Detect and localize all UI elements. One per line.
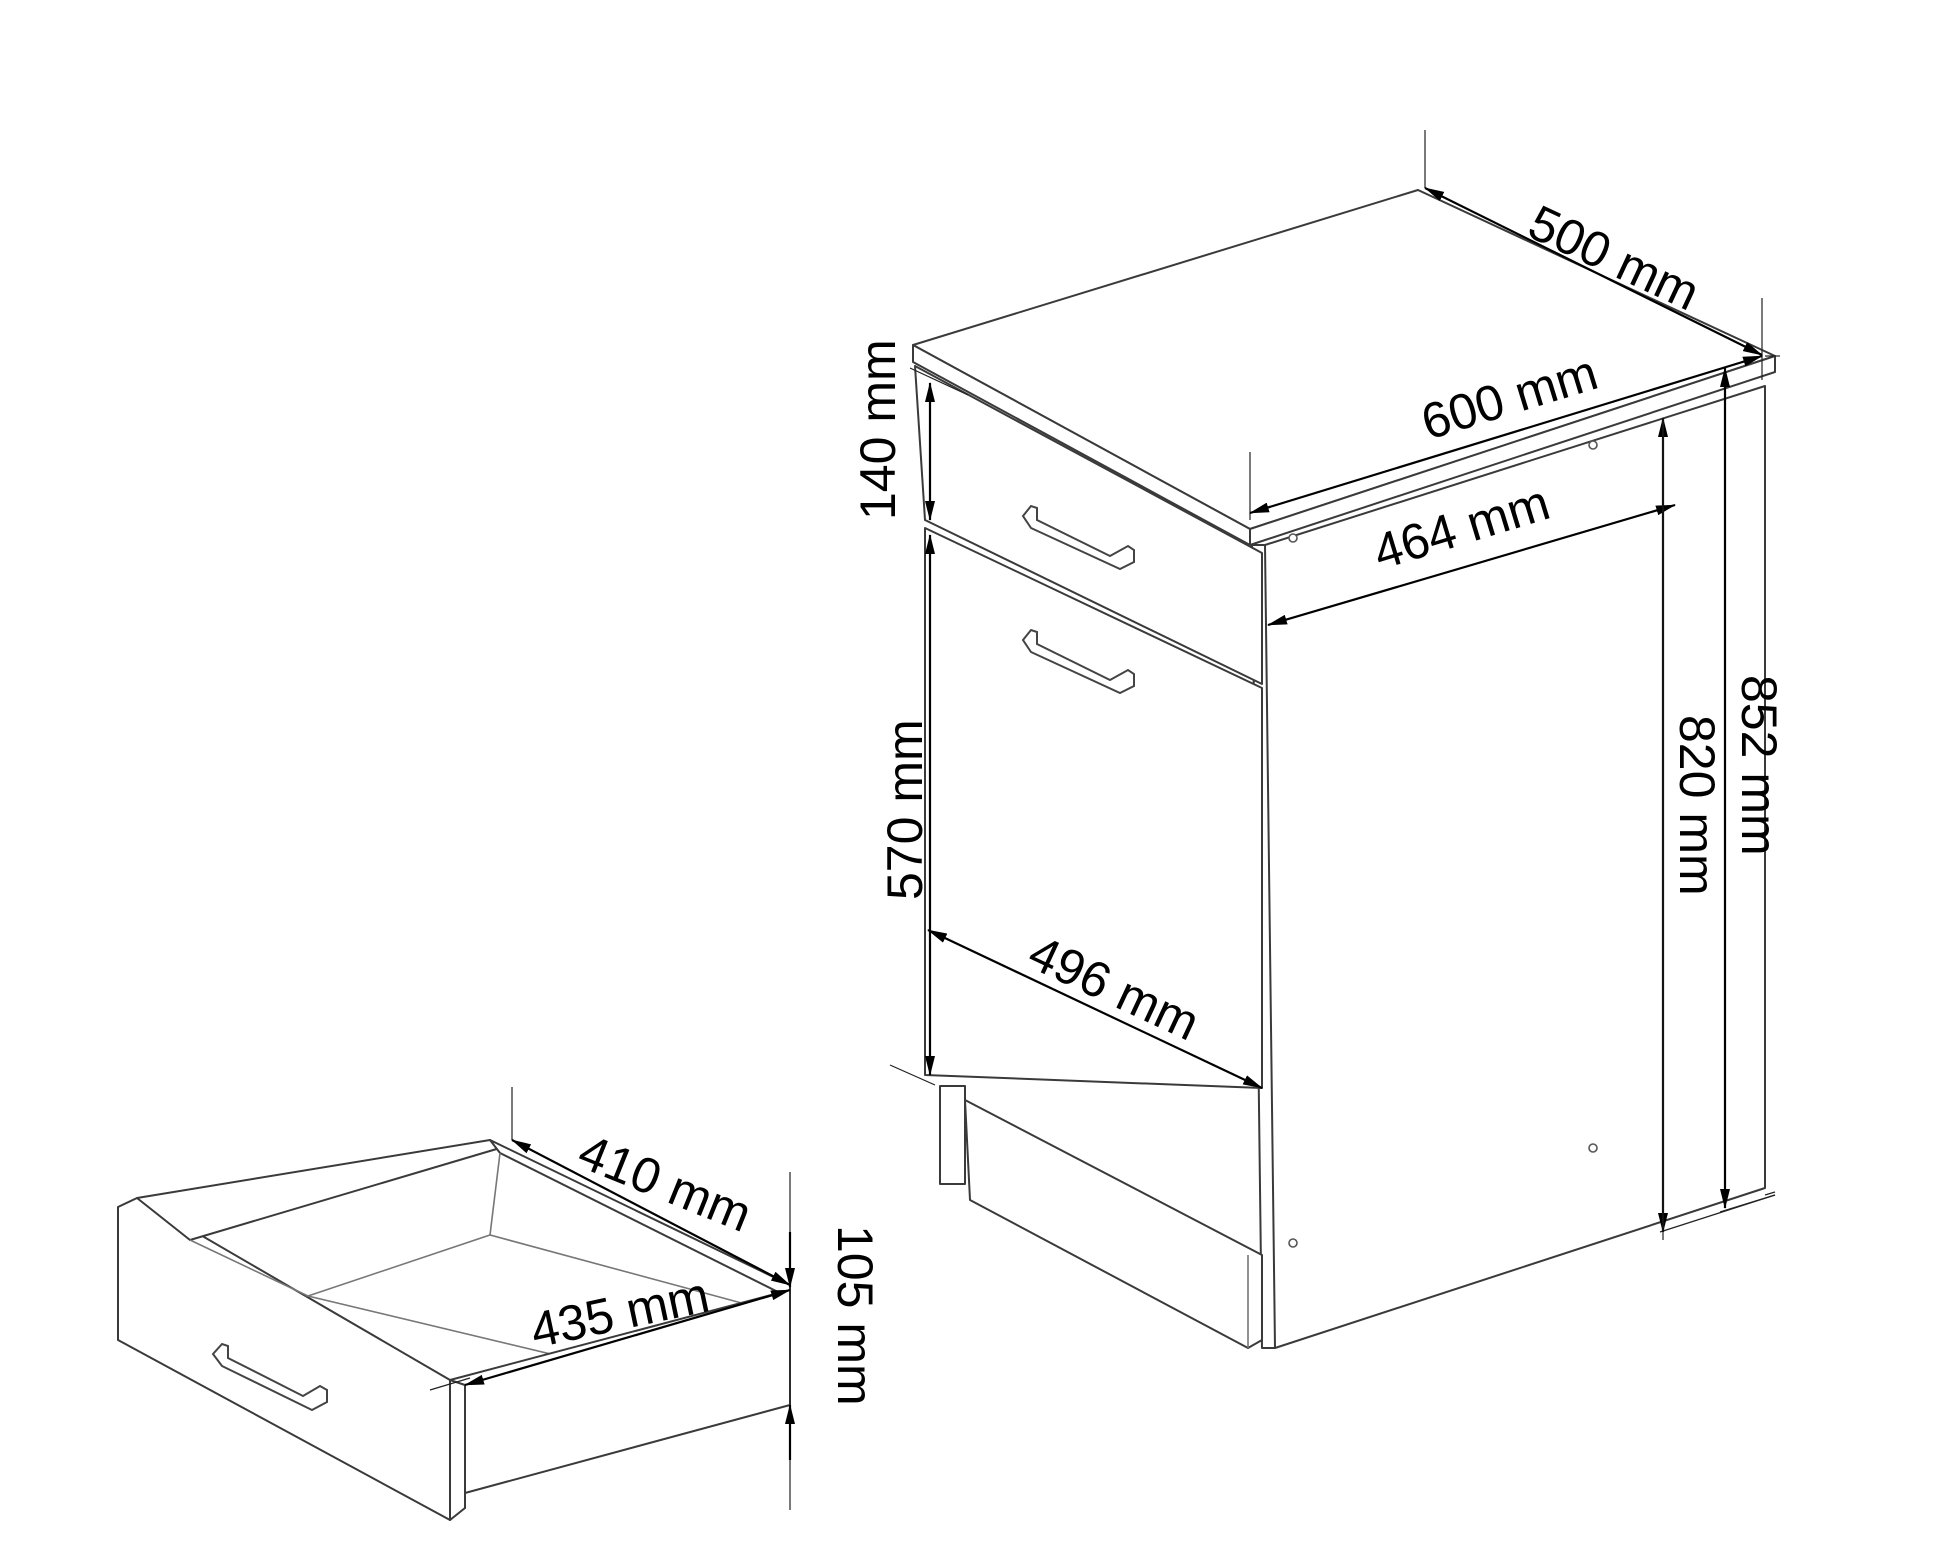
drawer-box-front (117, 1197, 451, 1521)
hinge-icon (1588, 440, 1598, 450)
dim-line-depth (1424, 187, 1763, 356)
dim-line-drawer-width (464, 1288, 791, 1387)
drawer-box-left-side (136, 1139, 501, 1241)
drawer-handle (1021, 504, 1135, 571)
drawer-front (914, 365, 1263, 685)
hinge-icon (1288, 533, 1298, 543)
dim-line-side-depth (1267, 503, 1676, 627)
dim-line-front-width (927, 929, 1263, 1089)
dimension-lines (429, 130, 1780, 1510)
cabinet (912, 189, 1776, 1349)
hinge-icon (1288, 1238, 1298, 1248)
dim-line-drawer-depth (511, 1139, 791, 1286)
drawer-box-handle (211, 1342, 328, 1412)
label-door-height: 570 mm (877, 719, 933, 900)
cabinet-leg (939, 1085, 966, 1185)
dim-line-width (1249, 354, 1763, 515)
label-drawer-front-height: 140 mm (850, 339, 906, 520)
label-drawer-height: 105 mm (827, 1225, 883, 1406)
cabinet-plinth-side (964, 1099, 1263, 1349)
door-handle (1021, 628, 1135, 695)
label-body-height: 820 mm (1669, 715, 1725, 896)
hinge-icon (1588, 1143, 1598, 1153)
label-total-height: 852 mm (1731, 675, 1787, 856)
